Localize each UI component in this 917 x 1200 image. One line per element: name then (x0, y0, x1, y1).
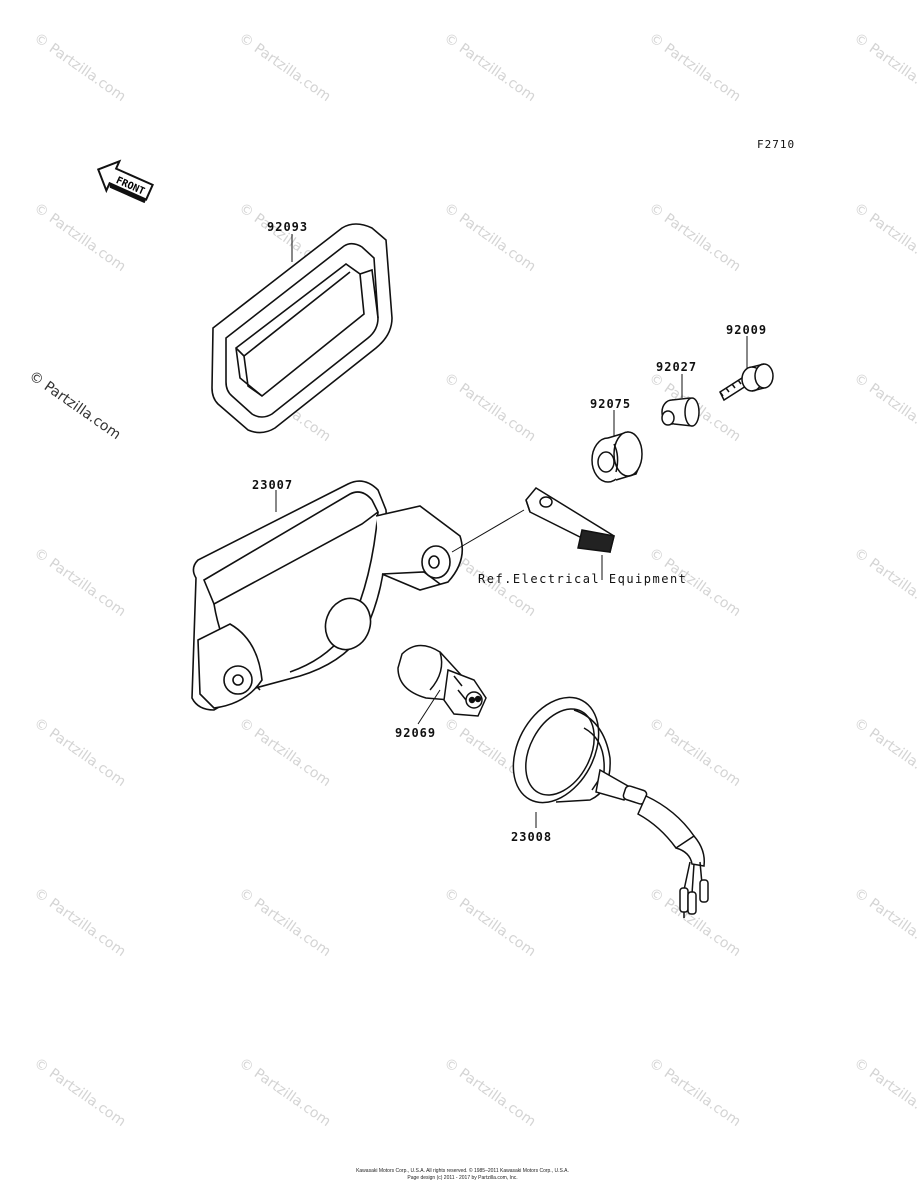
part-92075-damper (591, 431, 643, 483)
part-23008-socket (512, 696, 709, 918)
copyright-line-2: Page design (c) 2011 - 2017 by Partzilla… (407, 1175, 518, 1181)
part-92093-seal (211, 223, 393, 434)
part-label-92093[interactable]: 92093 (267, 220, 309, 234)
leader-92069 (417, 689, 441, 725)
part-23007-housing (191, 480, 464, 711)
part-label-92027[interactable]: 92027 (656, 360, 698, 374)
part-92027-collar (661, 397, 700, 427)
copyright-footer: Kawasaki Motors Corp., U.S.A. All rights… (350, 1168, 575, 1182)
part-label-23007[interactable]: 23007 (252, 478, 294, 492)
part-label-92009[interactable]: 92009 (726, 323, 768, 337)
copyright-line-1: Kawasaki Motors Corp., U.S.A. All rights… (356, 1168, 569, 1174)
leader-ref (451, 509, 525, 553)
part-92009-screw (719, 363, 774, 402)
part-label-92069[interactable]: 92069 (395, 726, 437, 740)
part-92069-bulb (397, 644, 487, 717)
reference-note: Ref.Electrical Equipment (478, 572, 688, 586)
diagram-code: F2710 (757, 138, 796, 151)
front-arrow-icon: FRONT (96, 159, 154, 204)
ref-bracket (525, 487, 615, 554)
part-label-92075[interactable]: 92075 (590, 397, 632, 411)
part-label-23008[interactable]: 23008 (511, 830, 553, 844)
